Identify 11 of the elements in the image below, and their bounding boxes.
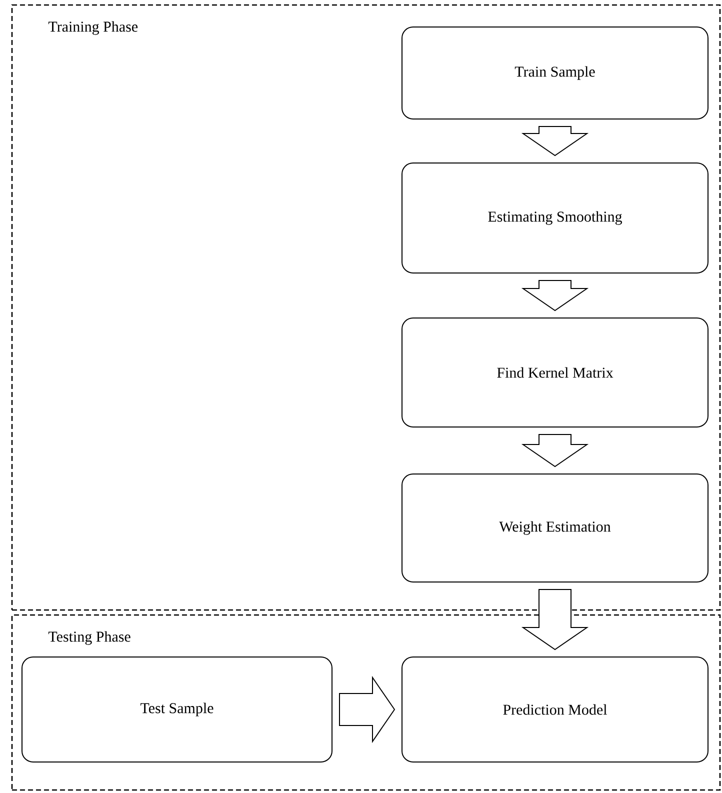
process-box: Find Kernel Matrix: [402, 318, 708, 428]
block-arrow: [521, 589, 589, 650]
block-arrow: [521, 280, 589, 312]
process-box: Prediction Model: [402, 656, 708, 762]
process-box: Estimating Smoothing: [402, 162, 708, 274]
block-arrow: [339, 676, 396, 744]
block-arrow: [521, 434, 589, 468]
block-arrow: [521, 126, 589, 156]
process-box: Train Sample: [402, 26, 708, 120]
process-box: Test Sample: [22, 656, 332, 762]
process-box: Weight Estimation: [402, 474, 708, 582]
